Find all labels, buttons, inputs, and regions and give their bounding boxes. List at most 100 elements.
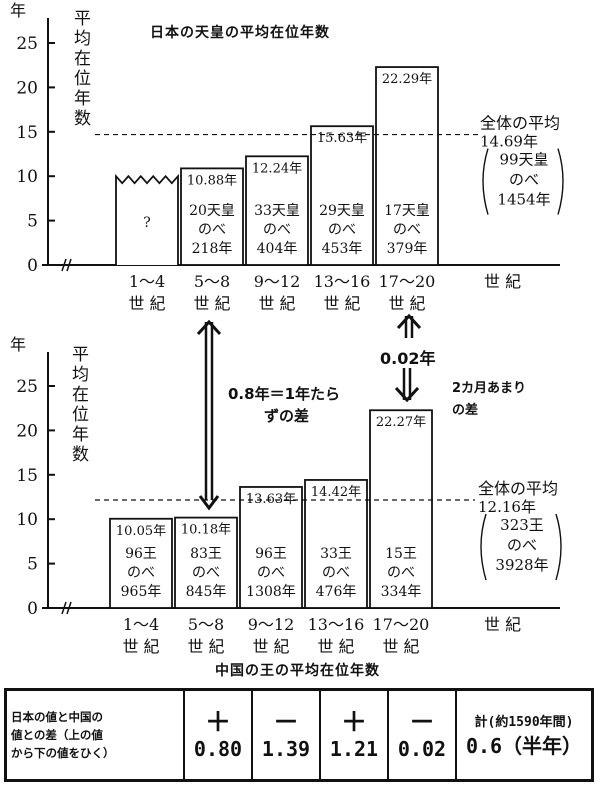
paren-left — [482, 148, 489, 215]
bar-note: のべ — [328, 222, 356, 238]
bar-note: のべ — [257, 565, 285, 581]
bar-note: のべ — [263, 222, 291, 238]
diff-5-8-line1: 0.8年＝1年たら — [228, 385, 341, 403]
bar-note: 218年 — [192, 241, 233, 257]
bar-note: 404年 — [257, 241, 298, 257]
y-tick-label: 5 — [27, 555, 38, 575]
y-tick-label: 15 — [16, 123, 38, 143]
average-label: 全体の平均 — [480, 114, 560, 133]
bar — [239, 486, 303, 609]
paren-right — [555, 513, 562, 581]
x-tick-suffix: 世 紀 — [122, 637, 159, 656]
bar-note: 453年 — [322, 241, 363, 257]
x-tick-label: 17～20 — [373, 615, 430, 634]
average-detail: 3928年 — [495, 556, 548, 574]
x-tick-suffix: 世 紀 — [388, 294, 425, 313]
bar-note: 15王 — [385, 546, 417, 562]
bar-note: 1308年 — [246, 584, 296, 600]
diff-sign: ＋ — [340, 708, 367, 738]
bar-value-label: 15.63年 — [317, 131, 367, 146]
y-unit-label: 年 — [10, 1, 26, 20]
difference-table: 日本の値と中国の 値との差（上の値 から下の値をひく） ＋ 0.80 － 1.3… — [4, 688, 594, 782]
y-axis-label-char: 位 — [72, 405, 89, 425]
bar-value-label: 22.29年 — [382, 72, 432, 87]
y-axis-label-char: 数 — [74, 109, 91, 129]
diff-5-8-line2: ずの差 — [264, 407, 310, 425]
y-tick-label: 20 — [16, 421, 38, 441]
x-tick-suffix: 世 紀 — [193, 294, 230, 313]
row-header-line3: から下の値をひく） — [11, 746, 115, 760]
x-tick-label: 9～12 — [248, 615, 295, 634]
bar-value-label: 12.24年 — [252, 161, 302, 176]
bar-note: 334年 — [381, 584, 422, 600]
bottom-chart-title: 中国の王の平均在位年数 — [215, 663, 380, 679]
y-tick-label: 0 — [27, 256, 38, 276]
x-tick-label: 9～12 — [254, 272, 301, 291]
y-axis-label-char: 平 — [74, 9, 91, 29]
bar — [304, 479, 368, 609]
y-tick-label: 5 — [27, 212, 38, 232]
x-tick-label: 1～4 — [123, 615, 159, 634]
y-tick-label: 10 — [16, 510, 38, 530]
bar-note: 20天皇 — [189, 203, 235, 219]
paren-right — [557, 148, 564, 215]
diff-value: 0.80 — [193, 737, 243, 761]
row-header-line2: 値との差（上の値 — [11, 728, 103, 742]
diff-cell-5-8: ＋ 0.80 — [183, 688, 253, 782]
diff-17-20-value: 0.02年 — [380, 349, 436, 368]
bar-note: 96王 — [125, 546, 157, 562]
x-tick-suffix: 世 紀 — [252, 637, 289, 656]
diff-cell-17-20: － 0.02 — [387, 688, 457, 782]
y-tick-label: 20 — [16, 78, 38, 98]
diff-sign: ＋ — [204, 708, 231, 738]
bar-note: 33天皇 — [254, 203, 300, 219]
x-tick-suffix: 世 紀 — [187, 637, 224, 656]
y-tick-label: 10 — [16, 167, 38, 187]
y-tick-label: 15 — [16, 466, 38, 486]
bar-note: のべ — [393, 222, 421, 238]
bar-note: のべ — [127, 565, 155, 581]
bar — [109, 517, 173, 609]
diff-sign: － — [408, 708, 435, 738]
x-tick-suffix: 世 紀 — [317, 637, 354, 656]
x-tick-label: 5～8 — [194, 272, 230, 291]
total-value: 0.6（半年） — [465, 734, 583, 758]
diff-5-8-note: 0.8年＝1年たら ずの差 — [228, 383, 340, 427]
bar-value-label: 22.27年 — [376, 415, 426, 430]
difference-row: 日本の値と中国の 値との差（上の値 から下の値をひく） ＋ 0.80 － 1.3… — [4, 688, 594, 782]
y-axis-label-char: 位 — [74, 69, 91, 89]
y-axis-label-char: 在 — [72, 385, 89, 405]
diff-value: 1.21 — [329, 737, 379, 761]
bar — [375, 66, 439, 266]
bar-note: 96王 — [255, 546, 287, 562]
x-tick-suffix: 世 紀 — [382, 637, 419, 656]
y-axis-label-char: 均 — [72, 365, 89, 385]
y-axis-label-char: 均 — [74, 29, 91, 49]
x-unit-label: 世 紀 — [484, 615, 521, 634]
axis-break-mark — [61, 258, 72, 272]
y-axis-label-char: 数 — [72, 445, 89, 465]
bar-note: 476年 — [316, 584, 357, 600]
average-detail: 1454年 — [497, 191, 550, 209]
diff-sign: － — [272, 708, 299, 738]
y-axis-label-char: 年 — [74, 89, 91, 109]
y-unit-label: 年 — [10, 335, 26, 354]
x-tick-suffix: 世 紀 — [128, 294, 165, 313]
x-unit-label: 世 紀 — [484, 272, 521, 291]
axis-break-mark — [61, 601, 72, 615]
y-axis-label-char: 年 — [72, 425, 89, 445]
bar — [310, 125, 374, 266]
bar — [174, 516, 238, 609]
average-detail: のべ — [509, 171, 539, 189]
y-tick-label: 0 — [27, 599, 38, 619]
bar — [115, 173, 179, 265]
x-tick-label: 17～20 — [379, 272, 436, 291]
diff-17-20-note: 2カ月あまり の差 — [452, 378, 526, 422]
x-tick-label: 13～16 — [314, 272, 371, 291]
bar — [245, 155, 309, 266]
average-label: 全体の平均 — [478, 479, 558, 498]
difference-row-header: 日本の値と中国の 値との差（上の値 から下の値をひく） — [4, 688, 185, 782]
paren-left — [480, 513, 487, 581]
